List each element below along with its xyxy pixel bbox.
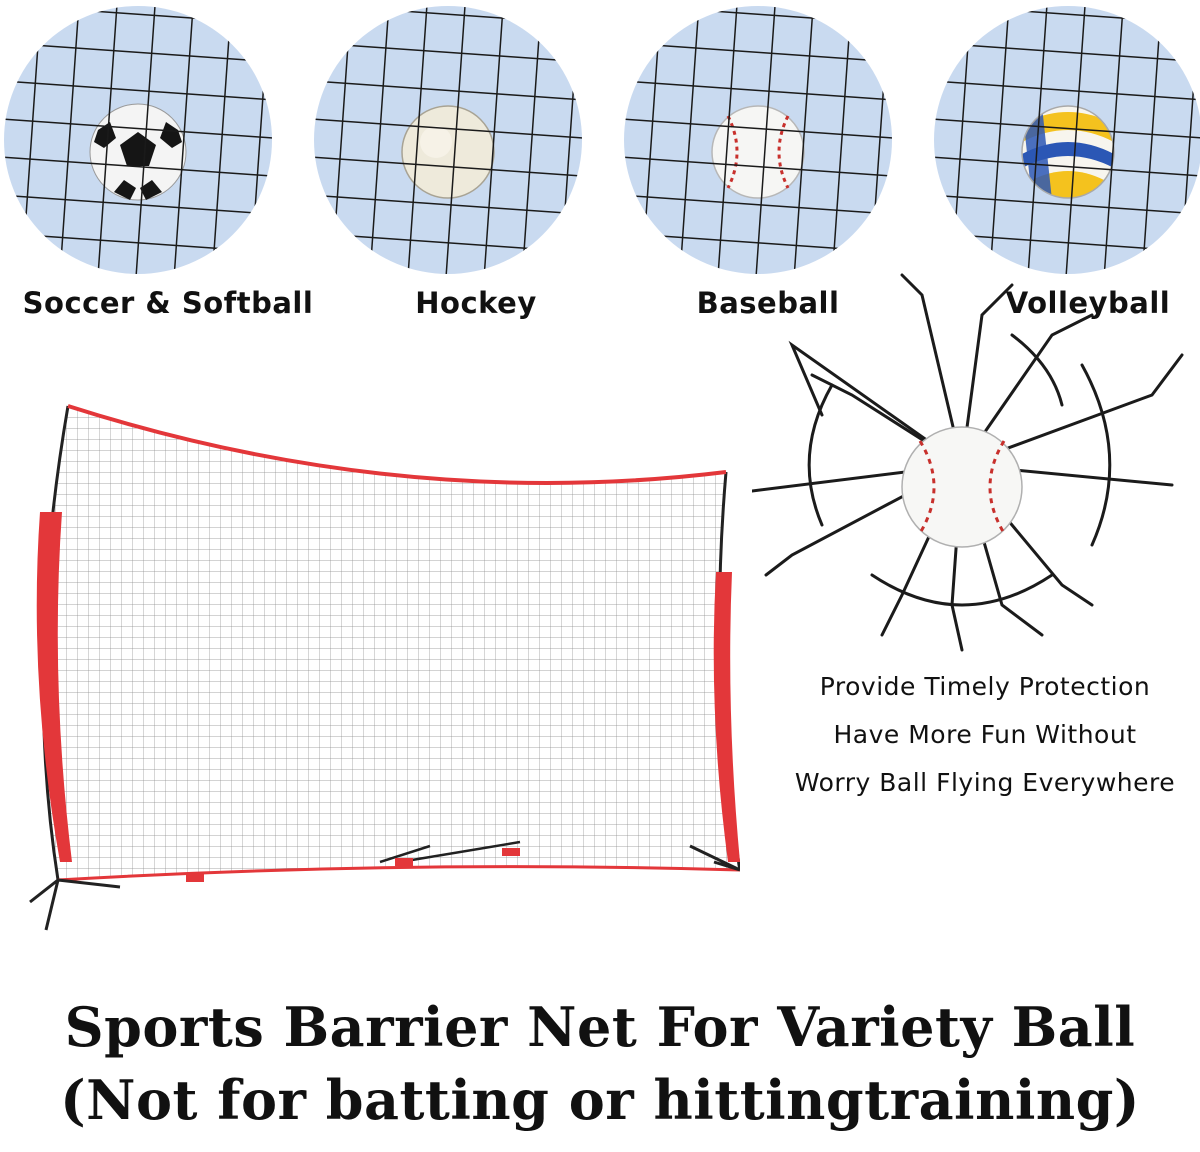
sport-label-hockey: Hockey [415, 286, 537, 320]
volleyball-net-circle [932, 4, 1200, 276]
headline-title: Sports Barrier Net For Variety Ball [64, 995, 1136, 1059]
baseball-icon [901, 426, 1023, 548]
protection-text-line: Worry Ball Flying Everywhere [794, 768, 1176, 797]
protection-text-line: Have More Fun Without [833, 720, 1137, 749]
sport-label-soccer: Soccer & Softball [22, 286, 314, 320]
hockey-net-circle [312, 4, 584, 276]
protection-text-line: Provide Timely Protection [819, 672, 1151, 701]
cracked-glass-baseball-graphic [752, 255, 1192, 655]
sport-label-baseball: Baseball [696, 286, 840, 320]
barrier-net-image [0, 362, 740, 952]
headline-subtitle: (Not for batting or hittingtraining) [60, 1068, 1140, 1132]
sport-label-volleyball: Volleyball [1005, 286, 1171, 320]
soccer-net-circle [2, 4, 274, 276]
baseball-net-circle [622, 4, 894, 276]
